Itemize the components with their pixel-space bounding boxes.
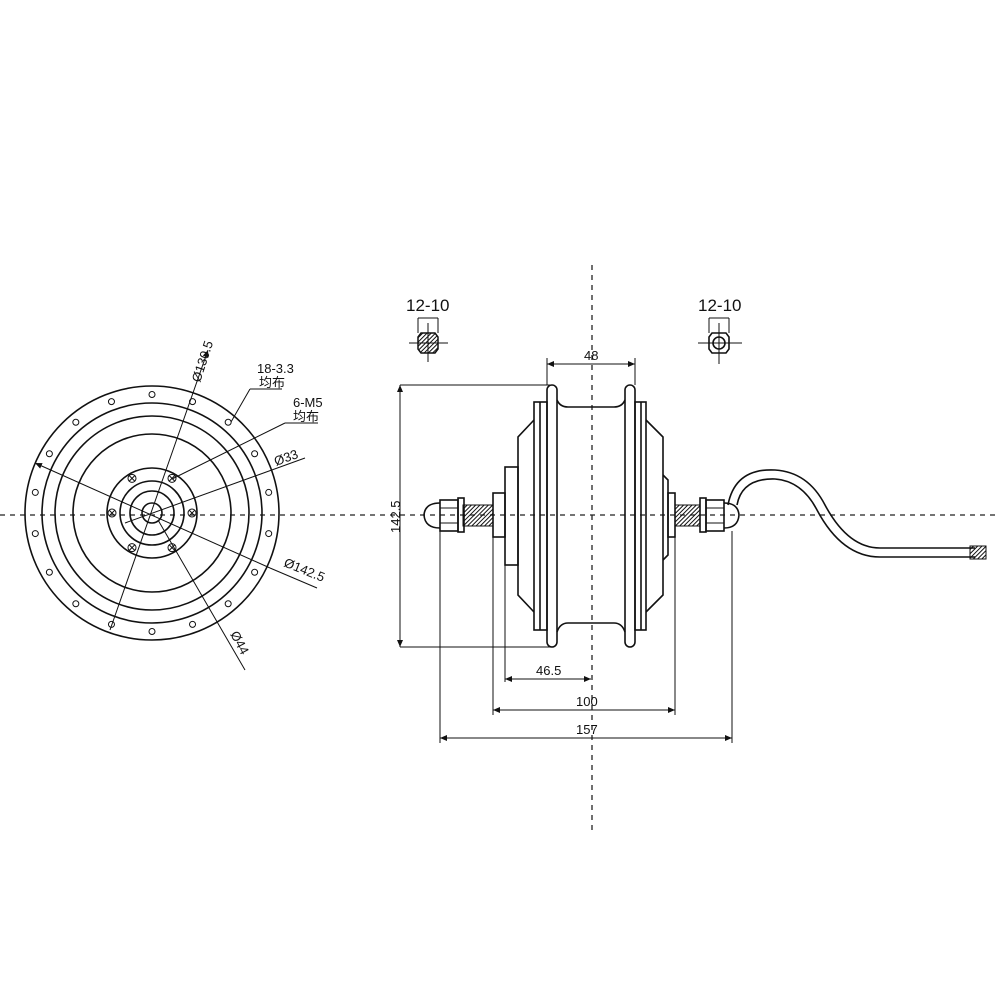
screw-holes-sub: 均布 bbox=[293, 409, 319, 424]
dim-flange-spacing: 48 bbox=[584, 348, 598, 363]
side-view: 12-10 12-10 bbox=[388, 296, 987, 743]
spoke-hole bbox=[251, 450, 259, 458]
spoke-hole bbox=[265, 488, 273, 496]
right-axle-section: 12-10 bbox=[698, 296, 742, 364]
left-axle-section: 12-10 bbox=[406, 296, 449, 362]
dim-outer: Ø142.5 bbox=[282, 555, 327, 585]
dimensions: 142.5 48 46.5 100 157 bbox=[388, 348, 733, 743]
spoke-hole bbox=[148, 628, 156, 635]
dim-inner: Ø33 bbox=[272, 446, 300, 469]
spoke-hole bbox=[45, 568, 53, 576]
left-axle-label: 12-10 bbox=[406, 296, 449, 315]
spoke-hole bbox=[224, 600, 232, 608]
screw-holes-note: 6-M5 bbox=[293, 395, 323, 410]
spoke-hole bbox=[72, 418, 80, 426]
spoke-hole bbox=[148, 391, 156, 398]
spoke-hole bbox=[224, 418, 232, 426]
screw-hole bbox=[127, 473, 137, 483]
spoke-hole bbox=[31, 530, 39, 538]
spoke-hole bbox=[72, 600, 80, 608]
spoke-hole bbox=[107, 398, 115, 406]
dim-half-width: 46.5 bbox=[536, 663, 561, 678]
screw-hole bbox=[187, 508, 197, 518]
screw-hole bbox=[127, 543, 137, 553]
dim-hub: Ø44 bbox=[227, 628, 252, 657]
dim-bolt-circle: Ø130.5 bbox=[189, 339, 216, 384]
spoke-hole bbox=[31, 488, 39, 496]
dim-overall: 157 bbox=[576, 722, 598, 737]
spoke-hole bbox=[265, 530, 273, 538]
dim-diameter: 142.5 bbox=[388, 500, 403, 533]
spoke-hole bbox=[251, 568, 259, 576]
screw-hole bbox=[167, 473, 177, 483]
screw-holes bbox=[107, 473, 197, 553]
spoke-hole bbox=[107, 620, 115, 628]
spoke-hole bbox=[45, 450, 53, 458]
spoke-holes-note: 18-3.3 bbox=[257, 361, 294, 376]
front-view: Ø130.5 18-3.3 均布 6-M5 均布 Ø33 Ø142.5 Ø44 bbox=[24, 339, 327, 671]
spoke-holes bbox=[31, 391, 273, 635]
spoke-hole bbox=[189, 620, 197, 628]
dim-dropout: 100 bbox=[576, 694, 598, 709]
hub-body bbox=[423, 384, 740, 648]
motor-cable bbox=[727, 469, 987, 560]
right-axle-label: 12-10 bbox=[698, 296, 741, 315]
screw-hole bbox=[107, 508, 117, 518]
spoke-holes-sub: 均布 bbox=[259, 375, 285, 390]
